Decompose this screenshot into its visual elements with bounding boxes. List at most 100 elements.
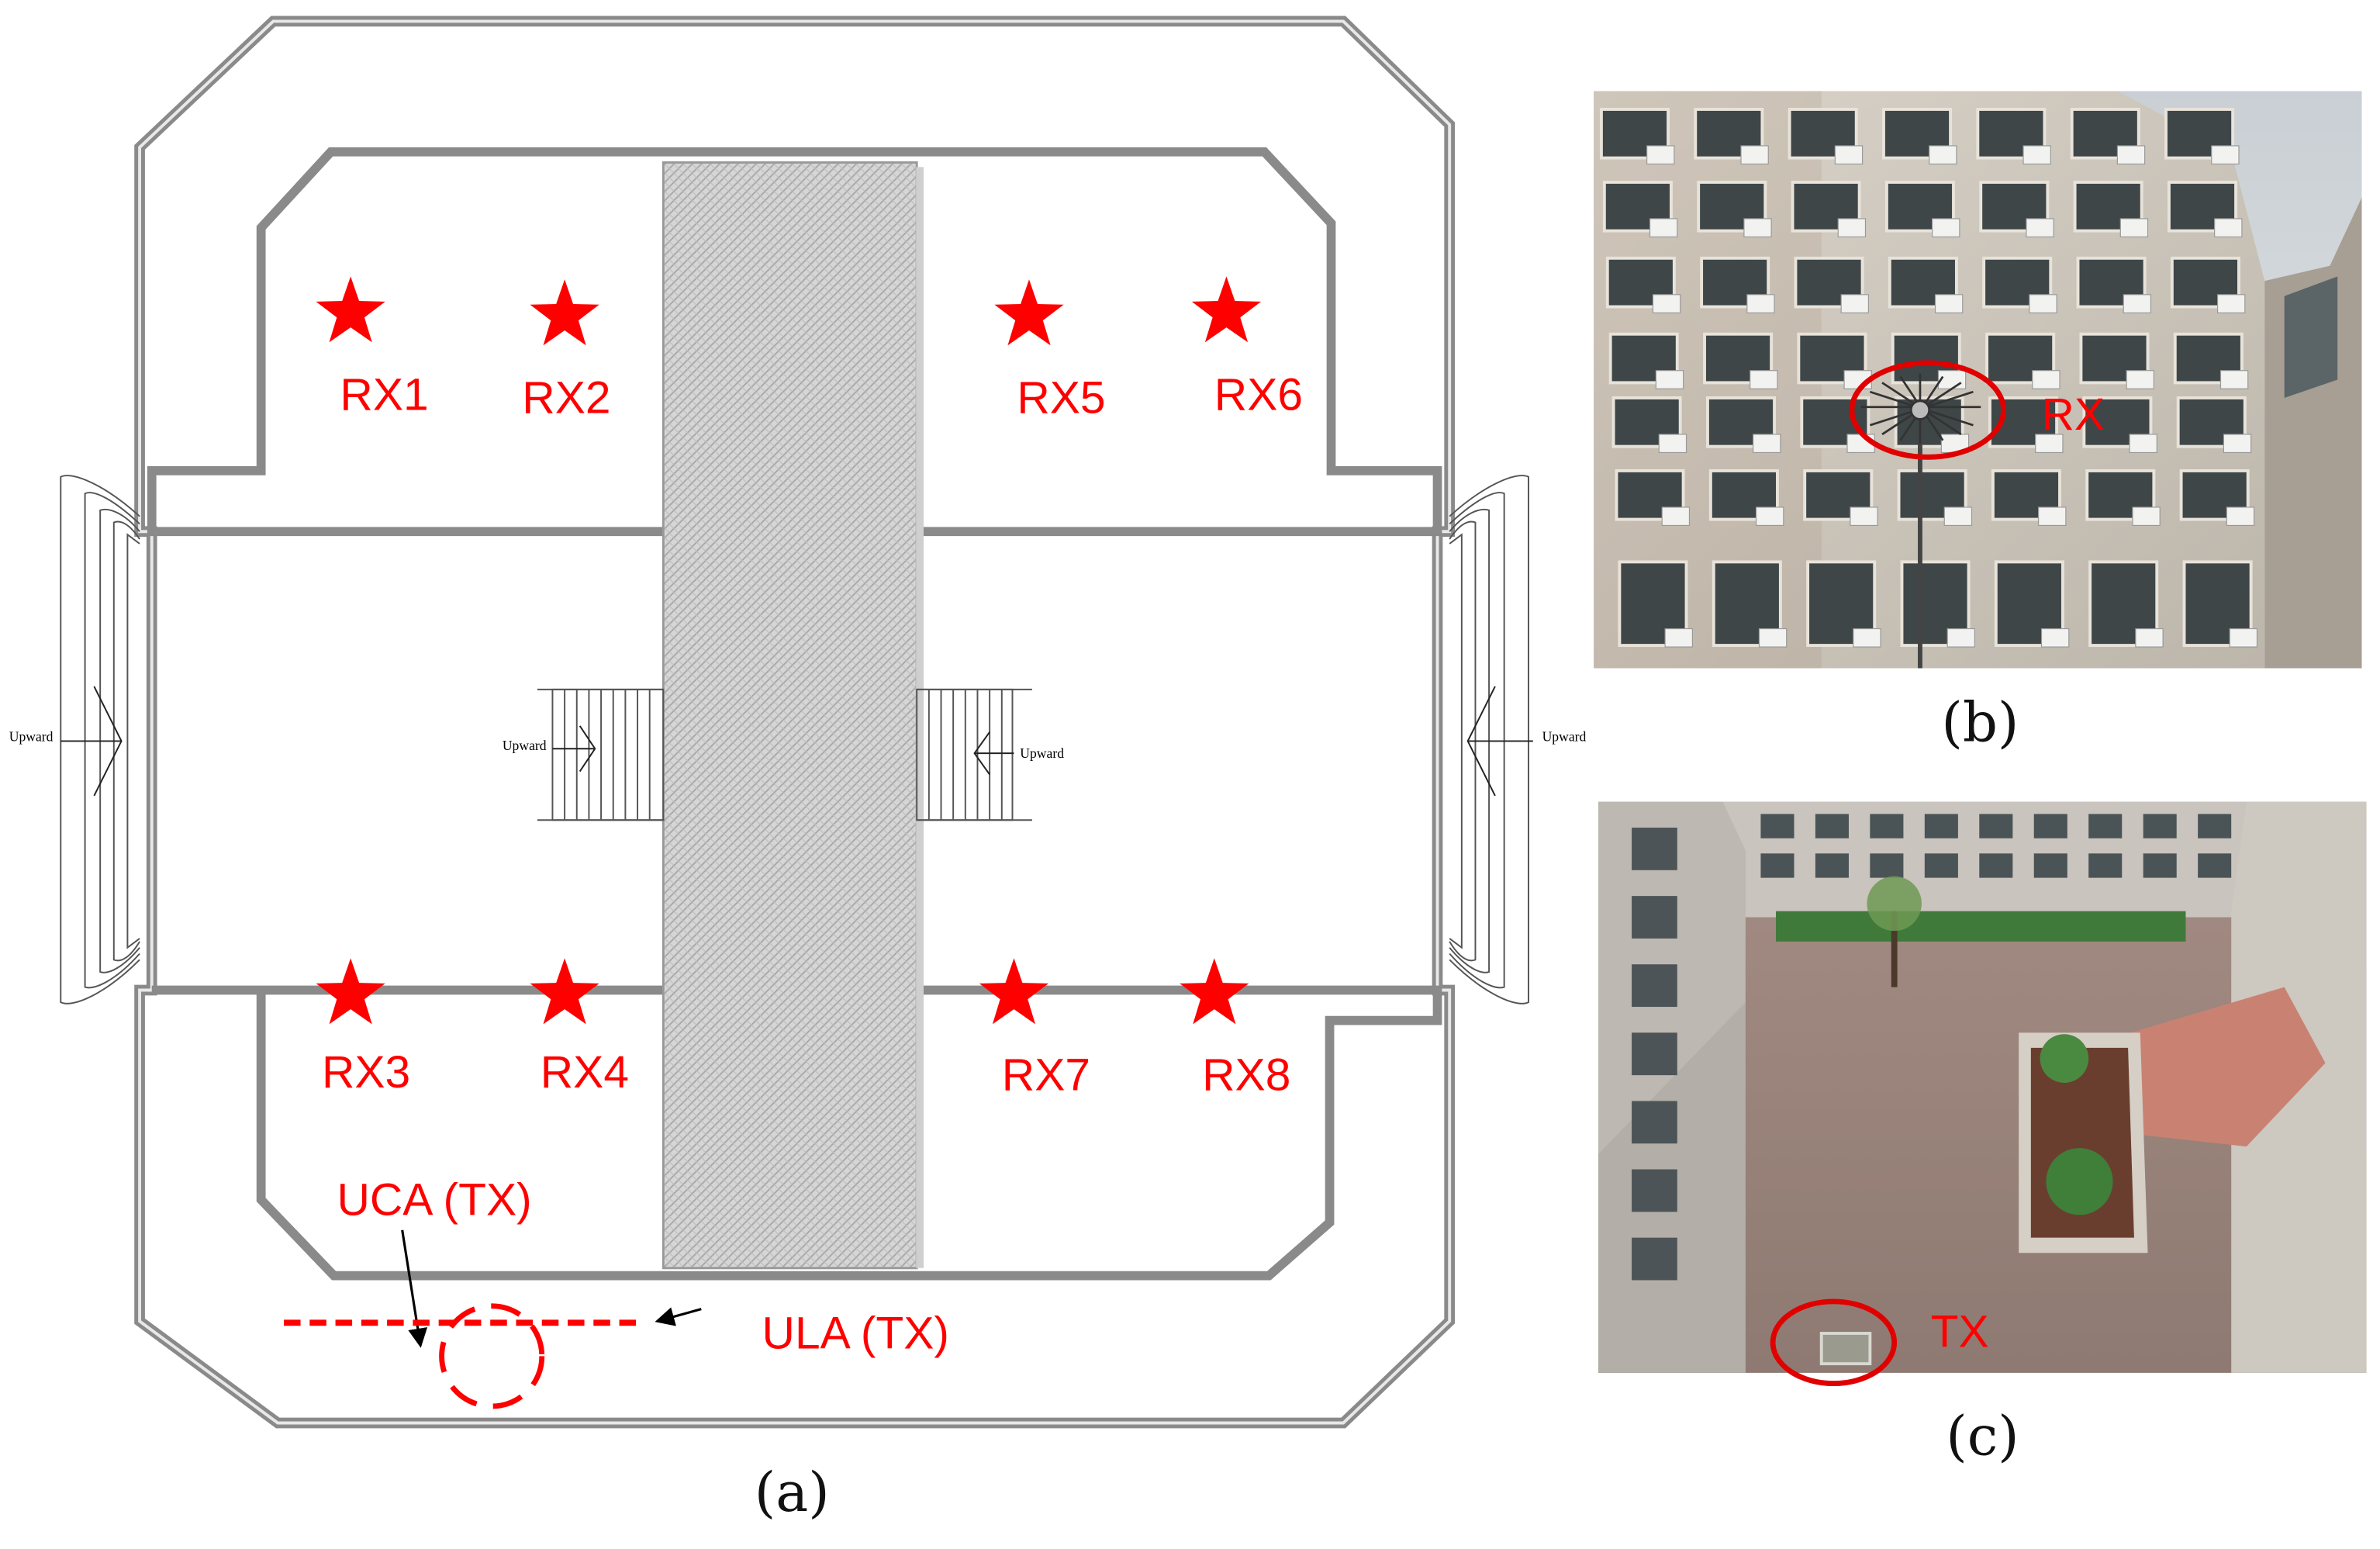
right-ramp-stair <box>1449 475 1533 1004</box>
window <box>1632 964 1677 1008</box>
ac-unit <box>1652 294 1681 313</box>
ac-unit <box>1934 294 1964 313</box>
window <box>2143 853 2177 878</box>
ac-unit <box>2211 145 2240 165</box>
receiver-markers <box>316 276 1262 1025</box>
ac-unit <box>2223 434 2252 454</box>
ac-unit <box>2026 218 2054 238</box>
back-row-windows <box>1760 814 2232 878</box>
window <box>2085 469 2156 521</box>
ac-unit <box>2029 294 2057 313</box>
ac-unit <box>1937 370 1967 389</box>
rx2-star <box>530 279 599 346</box>
window <box>1632 828 1677 870</box>
uca-label: UCA (TX) <box>337 1174 532 1225</box>
window <box>1632 896 1677 939</box>
window <box>1602 180 1673 233</box>
window <box>1632 1169 1677 1212</box>
rx7-star <box>979 958 1049 1025</box>
ac-unit <box>1758 628 1788 648</box>
rx1-star <box>316 276 385 343</box>
ac-unit <box>2129 434 2157 454</box>
ac-unit <box>2119 218 2149 238</box>
ac-unit <box>2035 434 2064 454</box>
window <box>1694 108 1764 160</box>
ac-unit <box>2216 294 2246 313</box>
caption-b: (b) <box>1941 690 2019 754</box>
rx8-star <box>1180 958 1249 1025</box>
window <box>1924 814 1958 838</box>
uca-array <box>439 1303 545 1409</box>
caption-c: (c) <box>1946 1405 2019 1468</box>
rx5-star <box>994 279 1064 346</box>
ac-unit <box>1646 145 1675 165</box>
ac-unit <box>1837 218 1867 238</box>
window <box>2198 814 2232 838</box>
window <box>2088 853 2123 878</box>
rx6-label: RX6 <box>1214 370 1303 420</box>
upward-label-inner-left: Upward <box>503 738 547 753</box>
ac-unit <box>1753 434 1781 454</box>
window <box>1705 396 1777 448</box>
ac-unit <box>1943 507 1973 527</box>
window <box>1979 814 2013 838</box>
ac-unit <box>2132 507 2161 527</box>
courtyard-photo: TX <box>1598 801 2367 1387</box>
ac-unit <box>1750 370 1778 389</box>
tx-photo-label: TX <box>1931 1307 1989 1357</box>
ac-unit <box>1655 370 1684 389</box>
rx7-label: RX7 <box>1002 1050 1090 1101</box>
window <box>2033 853 2067 878</box>
rx-antenna <box>1860 373 1981 669</box>
tx-device <box>1819 1332 1872 1366</box>
ac-unit <box>1834 145 1864 165</box>
upward-label-inner-right: Upward <box>1020 745 1064 761</box>
ac-unit <box>2038 507 2067 527</box>
ac-unit <box>1658 434 1687 454</box>
ac-unit <box>2022 145 2051 165</box>
ac-unit <box>1932 218 1960 238</box>
ac-unit <box>1853 628 1881 648</box>
rx8-label: RX8 <box>1202 1050 1290 1101</box>
upward-label-right: Upward <box>1542 728 1587 744</box>
ac-unit <box>1746 294 1775 313</box>
ac-unit <box>2126 370 2154 389</box>
central-building-block <box>661 161 918 1270</box>
window <box>2198 853 2232 878</box>
rx1-label: RX1 <box>340 370 428 420</box>
building-photo: RX <box>1594 91 2362 669</box>
ac-unit <box>2219 370 2249 389</box>
ac-unit <box>2123 294 2152 313</box>
window <box>2088 814 2123 838</box>
ac-unit <box>2214 218 2243 238</box>
window <box>1870 814 1904 838</box>
rx6-star <box>1191 276 1262 343</box>
ula-arrow <box>655 1307 702 1326</box>
window <box>1815 853 1849 878</box>
floor-plan-panel: Upward Upward Upward <box>9 16 1587 1524</box>
ac-unit <box>1664 628 1693 648</box>
ac-unit <box>1840 294 1869 313</box>
left-building-windows <box>1632 828 1677 1281</box>
facade-windows <box>1599 108 2258 648</box>
window <box>2143 814 2177 838</box>
window <box>2176 396 2247 448</box>
rx-photo-label: RX <box>2042 389 2105 440</box>
window <box>2033 814 2067 838</box>
rx3-label: RX3 <box>322 1047 410 1098</box>
ac-unit <box>2116 145 2146 165</box>
ula-label: ULA (TX) <box>762 1309 949 1359</box>
uca-arrow <box>401 1229 428 1348</box>
upward-label-left: Upward <box>9 728 54 744</box>
ac-unit <box>1743 218 1772 238</box>
ac-unit <box>2040 628 2070 648</box>
ac-unit <box>1649 218 1678 238</box>
ac-unit <box>1740 145 1769 165</box>
tx-highlight <box>1770 1298 1898 1387</box>
window <box>1870 853 1904 878</box>
caption-a: (a) <box>755 1461 830 1524</box>
ac-unit <box>1755 507 1784 527</box>
ac-unit <box>1850 507 1878 527</box>
ac-unit <box>1929 145 1957 165</box>
